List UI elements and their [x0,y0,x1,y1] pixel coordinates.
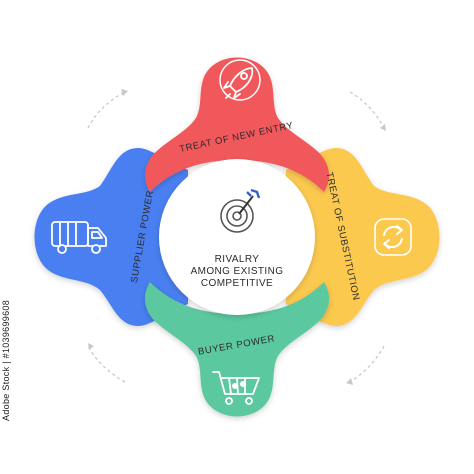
center-label-line-1: RIVALRY [215,254,260,265]
shopping-cart-icon [212,371,260,405]
truck-icon [51,221,107,254]
segment-threat-of-new-entry [144,57,330,192]
corner-arrows [87,91,385,383]
center-label-line-3: COMPETITIVE [201,278,273,289]
segment-top-shape [144,57,330,192]
target-icon [220,188,261,233]
image-id-label: Adobe Stock | #1039699608 [1,300,11,421]
center-label-line-2: AMONG EXISTING [191,266,284,277]
refresh-icon [374,218,412,256]
rocket-icon [219,59,261,101]
segment-right-shape [286,148,440,326]
segment-left-shape [34,148,188,326]
arrow-top-right [349,91,385,129]
segment-threat-of-substitution [286,148,440,326]
arrow-top-left [87,91,126,129]
segment-buyer-power [144,282,330,417]
segment-bottom-shape [144,282,330,417]
arrow-bottom-left [87,345,126,383]
arrow-bottom-right [349,345,385,383]
center-circle [159,159,315,315]
segment-supplier-power [34,148,188,326]
